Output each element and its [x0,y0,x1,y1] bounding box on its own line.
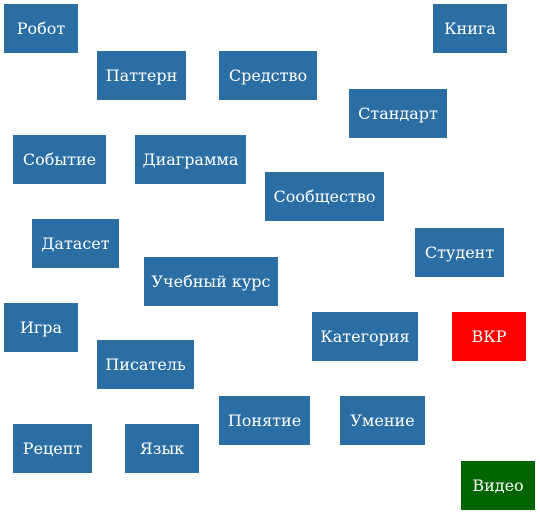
node-standard[interactable]: Стандарт [349,89,447,138]
node-community[interactable]: Сообщество [265,172,384,221]
node-category[interactable]: Категория [312,312,418,361]
node-diagram[interactable]: Диаграмма [135,135,246,184]
node-course[interactable]: Учебный курс [144,257,278,306]
node-robot[interactable]: Робот [4,4,78,53]
node-game[interactable]: Игра [4,303,78,352]
node-book[interactable]: Книга [433,4,507,53]
node-tool[interactable]: Средство [219,51,317,100]
node-pattern[interactable]: Паттерн [97,51,186,100]
node-vkr[interactable]: ВКР [452,312,526,361]
node-concept[interactable]: Понятие [219,396,310,445]
node-event[interactable]: Событие [13,135,106,184]
node-dataset[interactable]: Датасет [32,219,119,268]
node-video[interactable]: Видео [461,461,535,510]
node-writer[interactable]: Писатель [97,340,194,389]
node-language[interactable]: Язык [125,424,199,473]
node-student[interactable]: Студент [415,228,504,277]
node-recipe[interactable]: Рецепт [13,424,92,473]
node-skill[interactable]: Умение [340,396,425,445]
